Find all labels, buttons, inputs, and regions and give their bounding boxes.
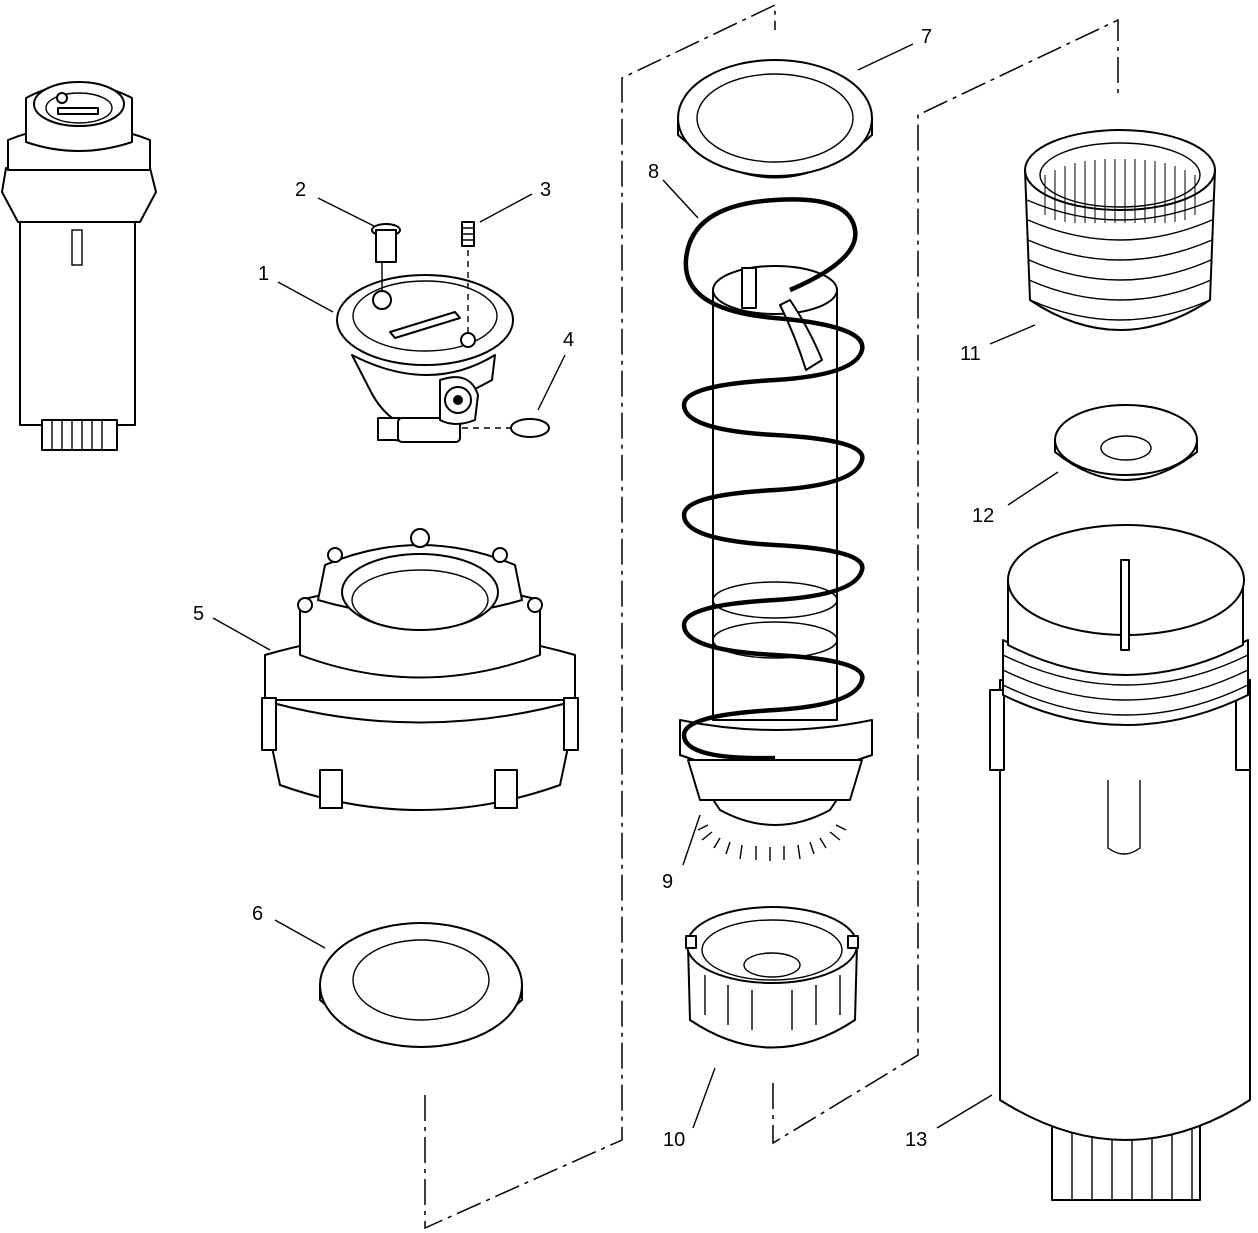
callout-labels: 1 2 3 4 5 6 7 8 9 10 11 12 13	[193, 26, 994, 1151]
part-6-seal	[319, 922, 523, 1048]
part-11-filter-screen	[1024, 129, 1216, 331]
callout-11: 11	[960, 343, 981, 365]
part-4-o-ring	[462, 418, 550, 438]
leader-lines	[212, 43, 1059, 1129]
callout-7: 7	[921, 26, 932, 48]
callout-4: 4	[563, 329, 574, 351]
part-13-body	[989, 524, 1251, 1201]
callout-13: 13	[905, 1129, 927, 1151]
callout-2: 2	[295, 179, 306, 201]
callout-6: 6	[252, 903, 263, 925]
part-3-screw	[461, 221, 475, 335]
part-9-riser-assembly	[679, 265, 873, 861]
part-8-spring	[681, 197, 865, 761]
callout-12: 12	[972, 505, 994, 527]
part-5-cap	[261, 528, 579, 811]
callout-9: 9	[662, 871, 673, 893]
callout-8: 8	[648, 161, 659, 183]
part-1-nozzle-housing	[336, 274, 514, 443]
part-10-retainer	[685, 906, 859, 1049]
assembled-sprinkler-illustration	[1, 81, 157, 451]
callout-5: 5	[193, 603, 204, 625]
part-12-seal-washer	[1054, 404, 1198, 481]
callout-10: 10	[663, 1129, 685, 1151]
part-2-nozzle	[371, 223, 401, 292]
part-7-wiper-seal	[677, 59, 873, 179]
callout-1: 1	[258, 263, 269, 285]
callout-3: 3	[540, 179, 551, 201]
